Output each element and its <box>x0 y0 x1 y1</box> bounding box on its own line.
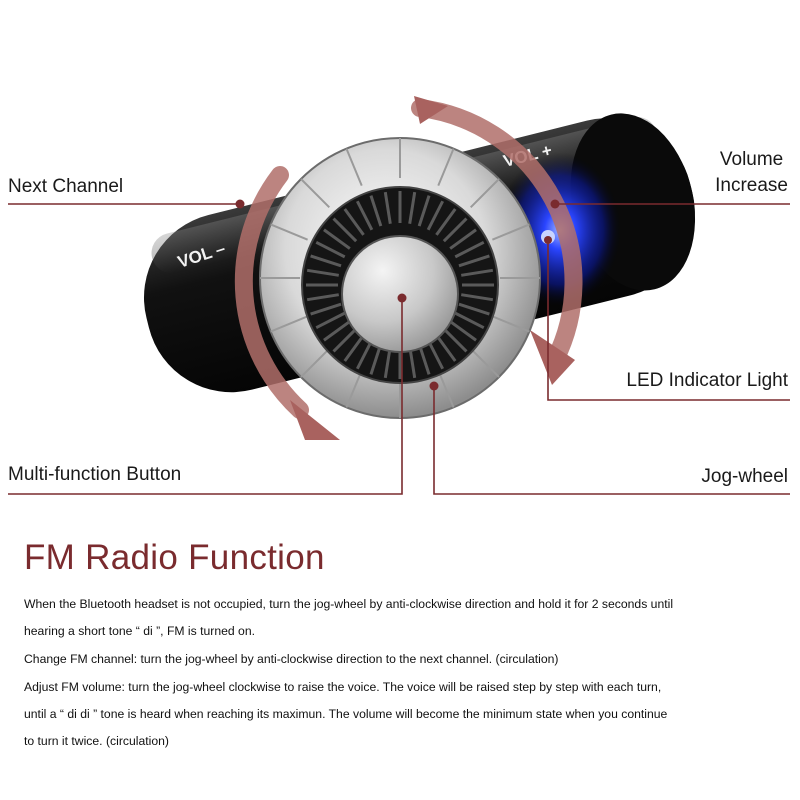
ridge-mark <box>343 334 365 362</box>
ridge-mark <box>306 268 339 277</box>
wheel-segment-divider <box>492 315 530 333</box>
volume-increase-label: Volume Increase <box>715 147 788 199</box>
ridge-mark <box>417 195 431 227</box>
wheel-segment-divider <box>270 315 308 333</box>
paragraph-line: until a “ di di ” tone is heard when rea… <box>24 707 668 721</box>
ridge-mark <box>426 200 445 231</box>
paragraph-line: hearing a short tone “ di ”, FM is turne… <box>24 624 255 638</box>
ridge-mark <box>442 217 468 243</box>
rotation-arrows <box>234 99 583 419</box>
paragraph-line: Adjust FM volume: turn the jog-wheel clo… <box>24 680 662 694</box>
paragraph-line: to turn it twice. (circulation) <box>24 734 169 748</box>
ridge-mark <box>449 320 477 342</box>
paragraph-line: When the Bluetooth headset is not occupi… <box>24 597 674 611</box>
wheel-segment-divider <box>470 178 500 208</box>
section-title: FM Radio Function <box>24 538 325 577</box>
callout-lines <box>8 203 790 495</box>
wheel-segment-divider <box>345 148 363 186</box>
arrow-head-top <box>414 96 448 124</box>
wheel-segment-divider <box>300 178 330 208</box>
wheel-segment-divider <box>492 223 530 241</box>
volume-increase-line1: Volume <box>719 149 784 170</box>
ridge-mark <box>332 327 358 353</box>
ridge-mark <box>343 208 365 236</box>
wheel-segment-divider <box>300 348 330 378</box>
arrow-head-bottom-right <box>530 330 575 385</box>
ridge-mark <box>355 339 374 370</box>
ridge-mark <box>449 228 477 250</box>
device-illustration: VOL – VOL + <box>8 96 790 495</box>
wheel-segment-divider <box>470 348 500 378</box>
ridge-mark <box>323 320 351 342</box>
callout-dots <box>235 199 560 391</box>
ridge-mark <box>383 191 392 224</box>
ridge-mark <box>369 195 383 227</box>
ridge-mark <box>458 254 490 268</box>
ridge-mark <box>454 311 485 330</box>
ridge-mark <box>310 254 342 268</box>
ridge-mark <box>306 293 339 302</box>
ridge-mark <box>355 200 374 231</box>
wheel-segment-divider <box>345 370 363 408</box>
ridge-mark <box>454 240 485 259</box>
next-channel-label: Next Channel <box>8 176 124 197</box>
ridge-mark <box>323 228 351 250</box>
ridge-mark <box>332 217 358 243</box>
wheel-segment-divider <box>270 223 308 241</box>
ridge-mark <box>435 334 457 362</box>
ridge-mark <box>408 191 417 224</box>
jog-wheel-label: Jog-wheel <box>701 466 788 487</box>
wheel-segment-divider <box>437 148 455 186</box>
ridge-mark <box>315 311 346 330</box>
led-indicator-label: LED Indicator Light <box>626 370 788 391</box>
wheel-segment-divider <box>437 370 455 408</box>
arrow-head-bottom-left <box>290 400 340 440</box>
ridge-mark <box>461 268 494 277</box>
jog-wheel-segments <box>260 138 540 418</box>
multi-function-label: Multi-function Button <box>8 464 182 485</box>
ridge-marks <box>306 191 494 379</box>
ridge-mark <box>458 302 490 316</box>
ridge-mark <box>315 240 346 259</box>
ridge-mark <box>461 293 494 302</box>
ridge-mark <box>310 302 342 316</box>
ridge-mark <box>442 327 468 353</box>
ridge-mark <box>435 208 457 236</box>
volume-increase-line2: Increase <box>715 175 788 196</box>
ridge-mark <box>426 339 445 370</box>
paragraph-line: Change FM channel: turn the jog-wheel by… <box>24 652 559 666</box>
